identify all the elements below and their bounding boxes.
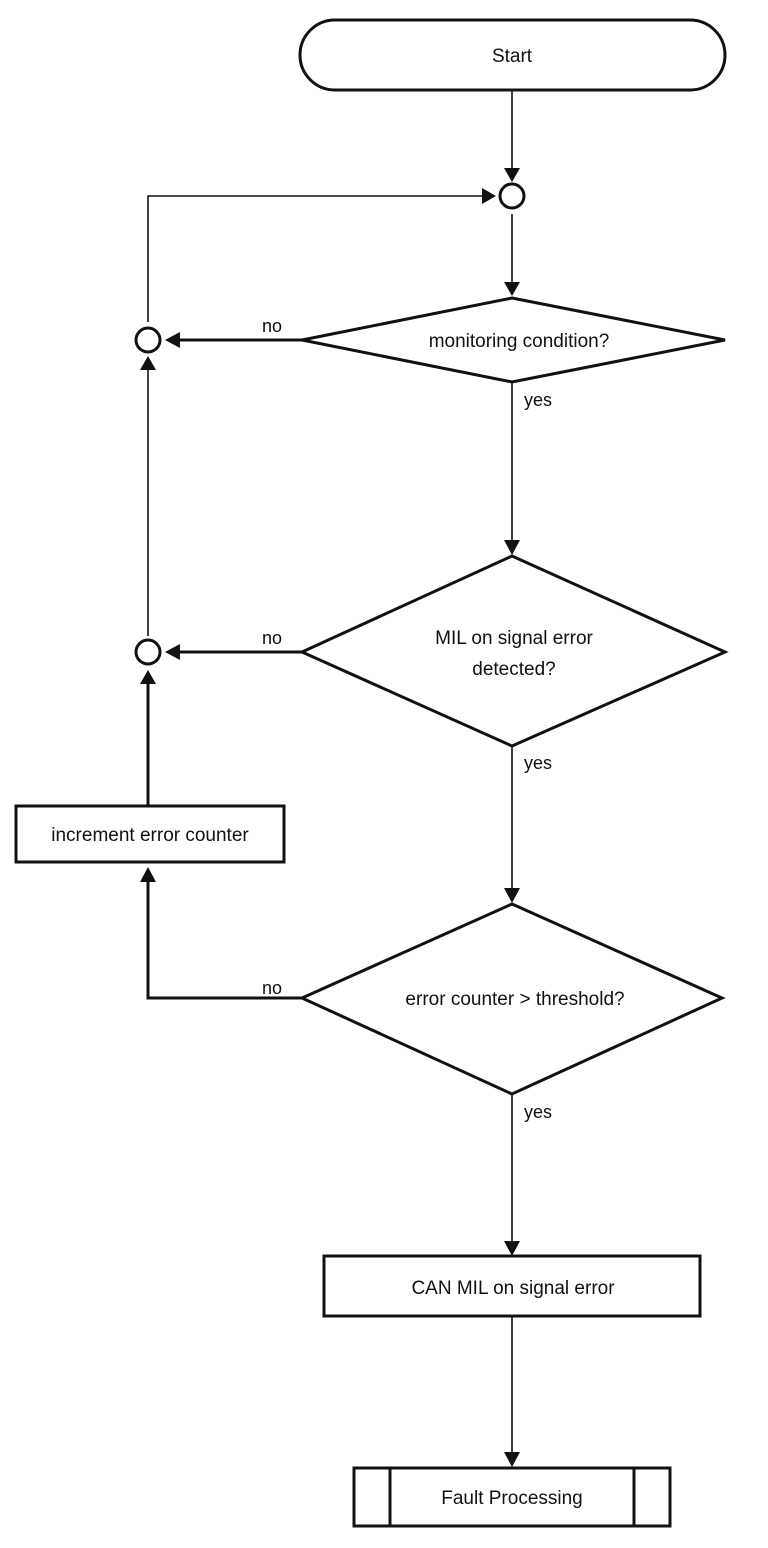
subprocess-fault-processing <box>352 1466 672 1528</box>
edge-label-threshold-yes: yes <box>524 1102 552 1122</box>
decision-monitoring-label: monitoring condition? <box>429 331 610 352</box>
process-can-mil-label: CAN MIL on signal error <box>411 1278 615 1299</box>
arrowhead-down <box>504 168 520 182</box>
arrowhead-right <box>482 188 496 204</box>
process-increment-label: increment error counter <box>51 825 249 846</box>
decision-error-threshold <box>298 902 726 1096</box>
arrowhead-up <box>140 670 156 684</box>
arrowhead-down <box>504 540 520 555</box>
junction-top <box>498 182 526 210</box>
process-increment-error-counter <box>14 804 286 864</box>
edge-label-monitoring-yes: yes <box>524 390 552 410</box>
arrowhead-down <box>504 888 520 903</box>
edge-threshold-no <box>146 880 302 1000</box>
arrowhead-down <box>504 1241 520 1256</box>
edge-label-mil-no: no <box>262 628 282 648</box>
edge-label-mil-yes: yes <box>524 753 552 773</box>
start-label: Start <box>492 46 533 67</box>
decision-mil-label-line2: detected? <box>472 659 555 680</box>
edge-label-threshold-no: no <box>262 978 282 998</box>
arrowhead-up <box>140 356 156 370</box>
arrowhead-left <box>165 644 180 660</box>
decision-mil-signal-error <box>298 554 729 748</box>
start-terminator <box>298 18 727 92</box>
decision-threshold-label: error counter > threshold? <box>405 989 624 1010</box>
junction-monitoring-no <box>134 326 162 354</box>
process-can-mil-signal-error <box>322 1254 702 1318</box>
arrowhead-down <box>504 282 520 296</box>
subprocess-fault-label: Fault Processing <box>441 1488 583 1509</box>
arrowhead-left <box>165 332 180 348</box>
junction-mil-no <box>134 638 162 666</box>
arrowhead-up <box>140 867 156 882</box>
decision-mil-label-line1: MIL on signal error <box>435 628 593 649</box>
decision-monitoring-condition <box>301 296 726 384</box>
edge-loop-top <box>147 195 484 322</box>
arrowhead-down <box>504 1452 520 1467</box>
edge-label-monitoring-no: no <box>262 316 282 336</box>
